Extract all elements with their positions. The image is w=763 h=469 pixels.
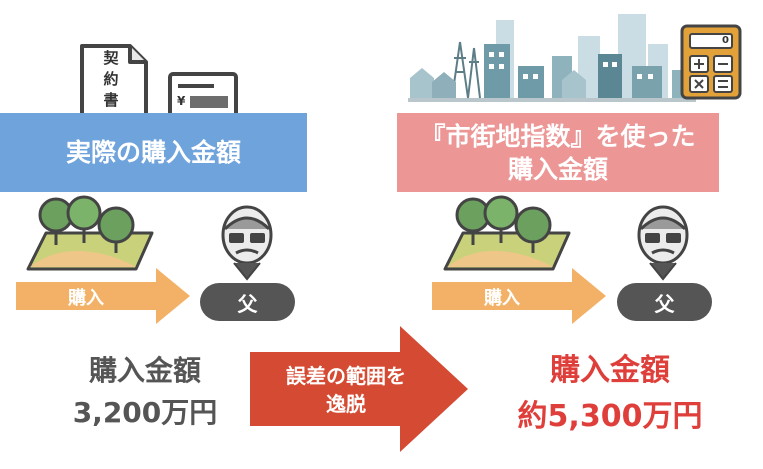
right-banner-title: 『市街地指数』を使った 購入金額 <box>397 113 719 192</box>
left-banner <box>0 113 307 192</box>
right-banner-line-2: 購入金額 <box>507 154 608 184</box>
purchase-arrow-right <box>432 268 606 324</box>
purchase-arrow-label-left: 購入 <box>68 288 104 309</box>
city-skyline <box>408 14 696 102</box>
index-amount: 購入金額 約5,300万円 <box>460 348 760 440</box>
land-trees-icon-right <box>443 195 571 271</box>
calculator-icon <box>680 24 742 100</box>
actual-amount-title: 購入金額 <box>88 354 201 387</box>
right-banner-line-1: 『市街地指数』を使った <box>420 121 696 151</box>
deviation-text-line-2: 逸脱 <box>326 392 366 416</box>
father-label-right: 父 <box>617 283 712 321</box>
contract-char-3: 書 <box>103 91 119 109</box>
purchase-arrow-label-right: 購入 <box>484 288 520 309</box>
right-banner <box>397 113 719 192</box>
yen-mark: ¥ <box>177 94 186 108</box>
contract-char-2: 約 <box>103 70 119 88</box>
father-label-left: 父 <box>200 283 295 321</box>
calculator: 0 <box>680 24 742 100</box>
actual-amount-value: 3,200万円 <box>72 396 218 429</box>
deviation-text-line-1: 誤差の範囲を <box>286 364 406 388</box>
bankbook-card: ¥ <box>168 72 238 120</box>
left-banner-title: 実際の購入金額 <box>65 138 241 167</box>
father-avatar-left <box>221 205 273 281</box>
land-trees-icon-left <box>26 195 154 271</box>
actual-amount: 購入金額 3,200万円 <box>40 350 250 434</box>
contract-char-1: 契 <box>103 49 119 67</box>
document-icon <box>80 44 148 118</box>
father-avatar-right <box>637 205 689 281</box>
deviation-arrow <box>250 326 468 452</box>
index-amount-title: 購入金額 <box>550 353 670 388</box>
purchase-arrow-left <box>16 268 190 324</box>
index-amount-value: 約5,300万円 <box>517 399 703 434</box>
deviation-arrow-text: 誤差の範囲を 逸脱 <box>258 362 434 418</box>
calculator-display: 0 <box>722 35 729 46</box>
contract-document: 契 約 書 <box>78 42 150 120</box>
